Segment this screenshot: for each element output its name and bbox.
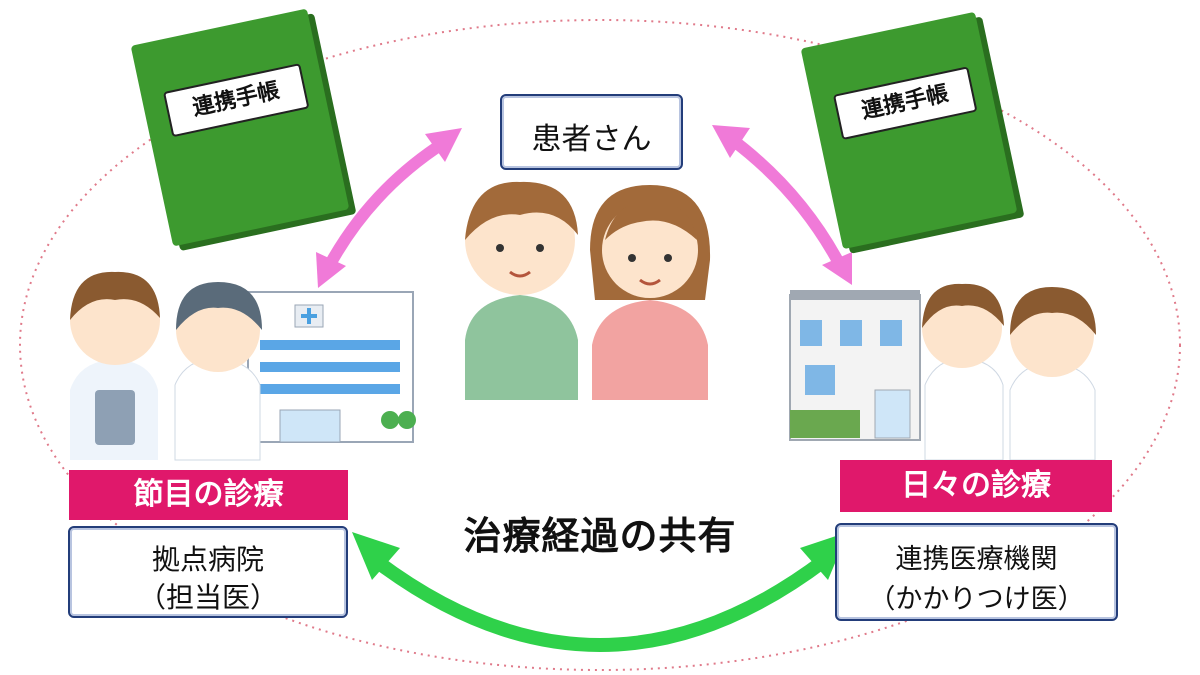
pink-arrow-right	[712, 125, 852, 285]
left-tag: 節目の診療	[69, 470, 348, 520]
hospital-role: （担当医）	[137, 581, 278, 614]
clinic-box: 連携医療機関 （かかりつけ医）	[835, 523, 1118, 621]
center-title: 治療経過の共有	[463, 514, 737, 558]
hospital-staff	[70, 271, 262, 461]
patient-box: 患者さん	[500, 94, 683, 170]
hospital-building	[247, 291, 416, 443]
clinic-role: （かかりつけ医）	[868, 584, 1085, 615]
clinic-staff	[922, 283, 1096, 461]
patients-illustration	[465, 181, 711, 400]
right-tag: 日々の診療	[840, 460, 1112, 512]
patient-label: 患者さん	[531, 122, 652, 157]
cycle-ellipse	[19, 19, 1181, 671]
hospital-box: 拠点病院 （担当医）	[68, 526, 348, 618]
right-notebook-label: 連携手帳	[832, 66, 978, 141]
clinic-name: 連携医療機関	[895, 544, 1058, 575]
clinic-building	[789, 290, 921, 441]
hospital-name: 拠点病院	[151, 543, 264, 576]
pink-arrow-left	[316, 128, 462, 288]
left-notebook-label: 連携手帳	[162, 63, 310, 138]
